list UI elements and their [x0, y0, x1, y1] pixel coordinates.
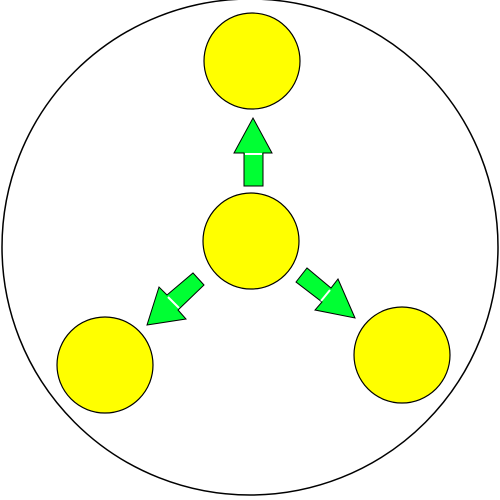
bottom-left-node: [56, 316, 154, 414]
arrow-center-to-bottom-right: [295, 267, 356, 319]
arrow-center-to-bottom-left: [146, 272, 205, 326]
bottom-right-node: [353, 306, 451, 404]
center-node: [202, 192, 300, 290]
arrow-center-to-top: [233, 116, 273, 187]
top-node: [203, 12, 301, 110]
